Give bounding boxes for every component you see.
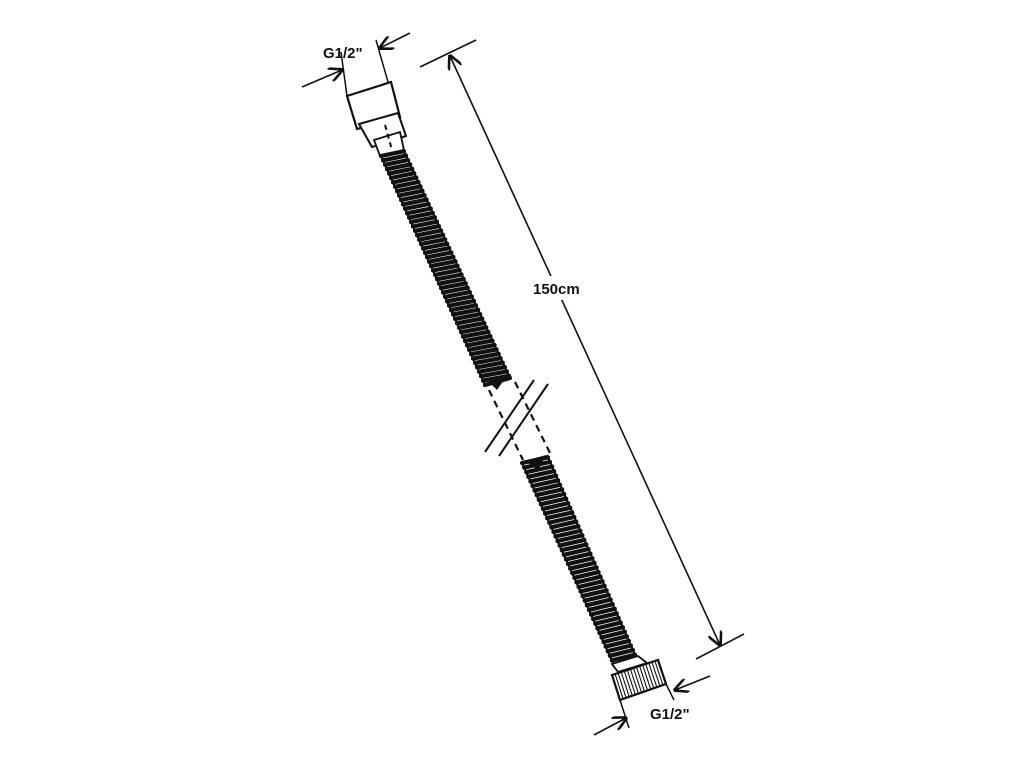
- length-dim-line: [450, 56, 720, 645]
- top-dim-arrow-right: [380, 32, 411, 48]
- nut-ridge: [626, 669, 636, 695]
- hose-coil: [422, 246, 452, 255]
- hose-upper-segment: [378, 148, 513, 390]
- top-fitting-dimension: G1/2": [301, 32, 411, 97]
- length-dim-tick-bottom: [695, 633, 745, 660]
- bottom-fitting: [610, 655, 668, 702]
- top-fitting-label: G1/2": [323, 45, 363, 62]
- hose-coil: [398, 193, 427, 203]
- hose-coil: [412, 224, 442, 233]
- hose-break-dash-right: [514, 381, 551, 454]
- nut-ridge: [620, 671, 630, 697]
- hose-coil: [406, 210, 435, 220]
- hose-coil: [396, 188, 425, 198]
- bottom-fitting-label: G1/2": [650, 706, 690, 723]
- bottom-fitting-nut-knurling: [614, 660, 664, 700]
- hose-coil: [408, 215, 437, 225]
- nut-ridge: [629, 668, 639, 694]
- hose-coil: [410, 219, 440, 229]
- nut-ridge: [632, 667, 643, 693]
- hose-coil: [378, 149, 407, 159]
- hose-coil: [400, 197, 429, 207]
- nut-ridge: [614, 673, 624, 700]
- hose-lower-segment: [519, 454, 639, 668]
- nut-ridge: [651, 661, 661, 687]
- bottom-fitting-dimension: G1/2": [593, 675, 711, 736]
- bottom-dim-arrow-right: [675, 675, 711, 690]
- hose-coil: [609, 652, 638, 663]
- nut-ridge: [654, 660, 664, 686]
- nut-ridge: [623, 670, 633, 696]
- hose-coil: [404, 206, 433, 216]
- hose-coil: [390, 175, 419, 185]
- top-fitting: [345, 80, 408, 158]
- bottom-dim-extension-left: [619, 699, 630, 729]
- bottom-dim-extension-right: [665, 683, 675, 701]
- hose-coil: [386, 166, 415, 176]
- nut-ridge: [642, 664, 652, 690]
- length-dim-tick-top: [419, 39, 477, 68]
- nut-ridge: [635, 666, 646, 692]
- top-dim-arrow-left: [301, 70, 342, 88]
- hose-coil: [416, 232, 446, 242]
- length-label: 150cm: [533, 281, 580, 298]
- hose-lower-coils: [519, 455, 639, 668]
- hose-upper-coils: [378, 149, 513, 388]
- hose-break: [484, 379, 551, 461]
- hose-coil: [402, 201, 431, 211]
- nut-ridge: [639, 665, 649, 691]
- hose-coil: [424, 250, 454, 260]
- nut-ridge: [645, 663, 655, 689]
- hose-coil: [392, 179, 421, 189]
- hose-coil: [414, 228, 444, 238]
- nut-ridge: [648, 662, 658, 688]
- hose-coil: [380, 153, 409, 163]
- hose-break-dash-left: [488, 389, 524, 461]
- hose-coil: [388, 171, 417, 181]
- length-label-backdrop: [530, 276, 598, 300]
- hose-coil: [418, 237, 448, 247]
- hose-coil: [384, 162, 413, 172]
- hose-coil: [394, 184, 423, 194]
- hose-coil: [607, 647, 636, 658]
- length-dimension: 150cm: [419, 39, 745, 660]
- hose-coil: [420, 241, 450, 251]
- top-fitting-center-dash: [384, 124, 393, 151]
- nut-ridge: [617, 672, 627, 699]
- bottom-dim-arrow-left: [593, 718, 626, 736]
- hose-coil: [382, 157, 411, 167]
